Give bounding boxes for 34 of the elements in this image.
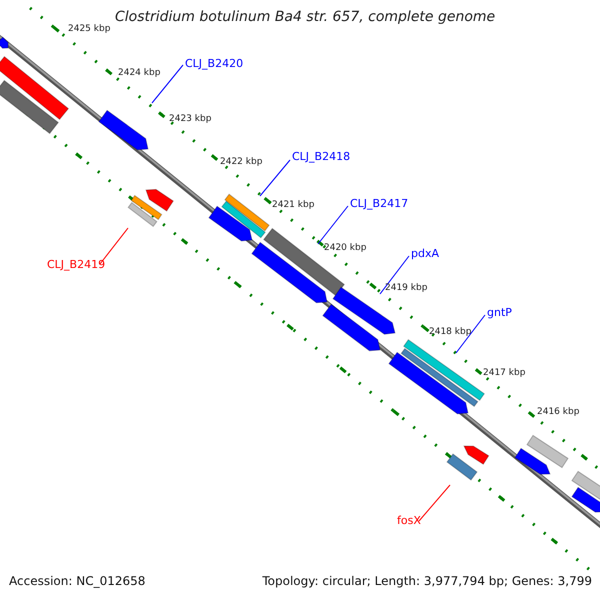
leader-line <box>100 228 128 264</box>
gene-label: CLJ_B2420 <box>185 58 244 69</box>
leader-line <box>456 314 486 354</box>
scale-label: 2417 kbp <box>483 369 526 378</box>
scale-label: 2421 kbp <box>272 201 314 210</box>
scale-label: 2424 kbp <box>118 69 160 78</box>
title: Clostridium botulinum Ba4 str. 657, complete genome <box>115 10 496 24</box>
gene-label: CLJ_B2417 <box>350 198 408 209</box>
scale-label: 2420 kbp <box>324 244 366 253</box>
leader-line <box>418 484 450 522</box>
gene-label: fosX <box>397 515 421 526</box>
scale-label: 2419 kbp <box>385 284 428 293</box>
scale-label: 2418 kbp <box>429 328 472 337</box>
leader-line <box>152 64 184 104</box>
gene-feature <box>263 228 345 296</box>
leader-line <box>318 206 348 244</box>
gene-feature <box>400 348 478 408</box>
gene-feature <box>224 194 270 232</box>
leader-line <box>380 256 410 294</box>
gene-feature <box>446 453 478 481</box>
gene-label: CLJ_B2419 <box>47 259 106 270</box>
gene-label: pdxA <box>411 248 439 259</box>
scale-label: 2422 kbp <box>220 158 262 167</box>
gene-feature <box>130 194 162 220</box>
leader-line <box>260 160 290 196</box>
footer-text: Topology: circular; Length: 3,977,794 bp; Genes: 3,799 <box>262 575 592 587</box>
scale-label: 2423 kbp <box>169 115 212 124</box>
scale-label: 2416 kbp <box>537 408 580 417</box>
gene-feature <box>403 339 485 401</box>
footer-text: Accession: NC_012658 <box>9 575 146 587</box>
gene-label: CLJ_B2418 <box>292 151 350 162</box>
scale-label: 2425 kbp <box>68 25 110 34</box>
gene-label: gntP <box>487 307 512 318</box>
gene-feature <box>98 110 149 150</box>
